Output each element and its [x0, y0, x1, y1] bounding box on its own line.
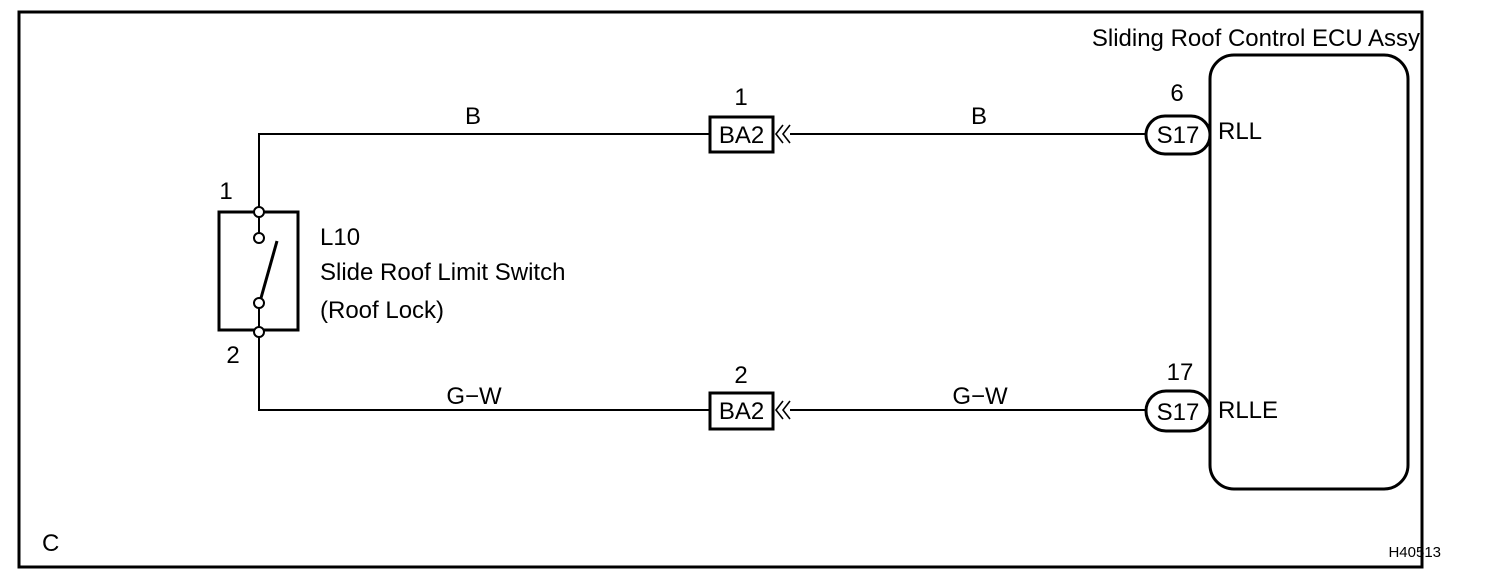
top-junction-pin: 1	[734, 84, 747, 111]
bottom-ecu-connector	[1144, 389, 1212, 433]
switch-sub: (Roof Lock)	[320, 297, 444, 324]
switch-name: Slide Roof Limit Switch	[320, 259, 565, 286]
top-wire-color-right: B	[971, 103, 987, 130]
switch-pin-bottom: 2	[226, 342, 239, 369]
bottom-junction-label: BA2	[719, 398, 764, 425]
top-wire-left	[258, 133, 710, 212]
top-junction-label: BA2	[719, 122, 764, 149]
bottom-junction-chevron-icon	[774, 400, 791, 420]
ecu-title: Sliding Roof Control ECU Assy	[1092, 25, 1420, 52]
bottom-ecu-connector-label: S17	[1157, 399, 1200, 426]
figure-code: H40513	[1388, 544, 1441, 561]
corner-letter: C	[42, 530, 59, 557]
switch-pin-bottom-terminal-icon	[253, 326, 265, 338]
top-ecu-connector-label: S17	[1157, 122, 1200, 149]
top-wire-color-left: B	[465, 103, 481, 130]
bottom-ecu-terminal: RLLE	[1218, 397, 1278, 424]
bottom-wire-color-right: G−W	[952, 383, 1008, 410]
ecu-box	[1208, 53, 1410, 491]
switch-contact-top-icon	[253, 232, 265, 244]
top-junction-chevron-icon	[774, 124, 791, 144]
bottom-wire-left	[258, 332, 710, 411]
bottom-ecu-pin: 17	[1167, 359, 1194, 386]
top-ecu-connector	[1144, 114, 1212, 156]
top-ecu-terminal: RLL	[1218, 118, 1262, 145]
switch-pin-top: 1	[219, 178, 232, 205]
switch-pin-top-terminal-icon	[253, 206, 265, 218]
bottom-junction-pin: 2	[734, 362, 747, 389]
diagram-frame	[17, 10, 1424, 569]
switch-code: L10	[320, 224, 360, 251]
top-junction-connector	[708, 115, 775, 154]
bottom-junction-connector	[708, 391, 775, 431]
top-ecu-pin: 6	[1170, 80, 1183, 107]
switch-contact-bottom-icon	[253, 297, 265, 309]
switch-lever-icon	[259, 240, 279, 299]
bottom-wire-color-left: G−W	[446, 383, 502, 410]
